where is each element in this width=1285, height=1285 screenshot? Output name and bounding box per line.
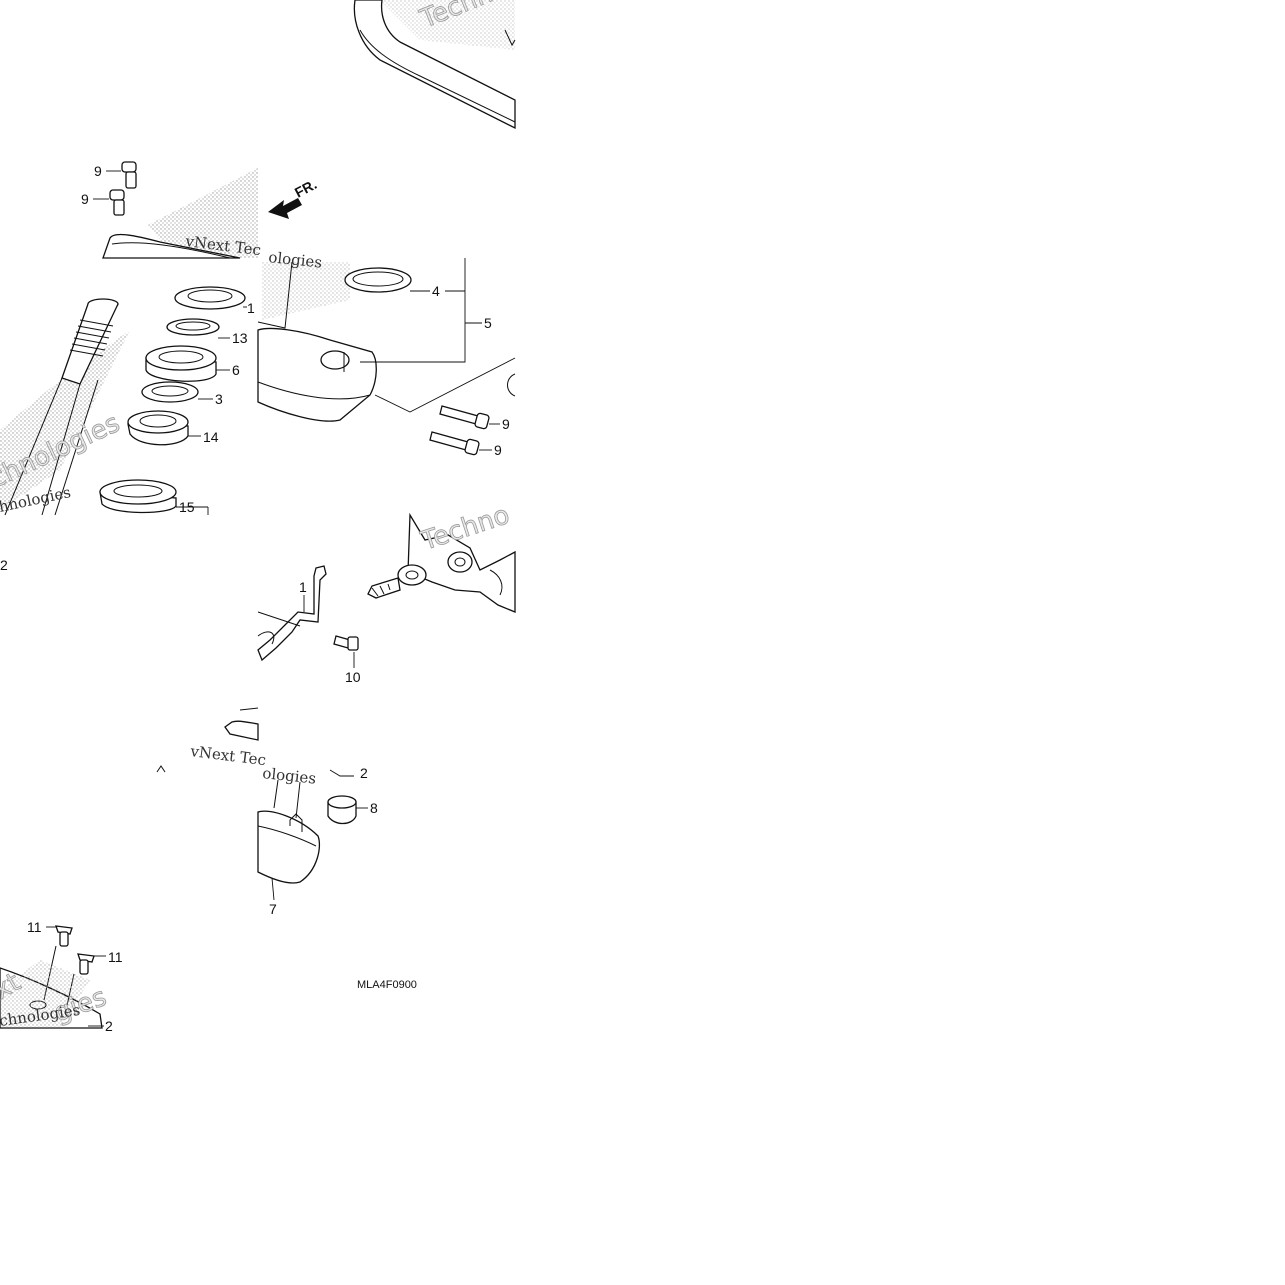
callout-6: 6 [232,362,240,378]
bolt-10-icon [333,635,359,668]
callout-4: 4 [432,283,440,299]
upper-triple-clamp [257,261,377,422]
callout-2: 2 [0,557,8,573]
callout-2: 2 [105,1018,113,1034]
callout-9: 9 [502,416,510,432]
bolt-9-icon [439,405,500,430]
front-direction-label: FR. [292,176,319,201]
callout-9: 9 [94,163,102,179]
ring-4-icon [344,267,430,293]
callout-13: 13 [232,330,248,346]
small-caret-mark [156,765,166,773]
cover-7-top-fragment [224,707,259,741]
callout-11: 11 [27,919,42,935]
lead-line-2 [329,769,354,777]
upper-bridge-left-fragment [102,233,241,259]
lock-washer-13-icon [166,318,230,339]
watermark-text: vNext Tec [189,742,267,769]
steering-stem-tube [4,298,119,516]
bracket-1 [257,565,327,662]
drawing-code: MLA4F0900 [357,979,417,991]
callout-9: 9 [494,442,502,458]
callout-9: 9 [81,191,89,207]
callout-8: 8 [370,800,378,816]
callout-13: 1 [247,300,255,316]
bearing-14-icon [127,410,201,446]
callout-15: 15 [179,499,195,515]
watermark-text: ologies [268,248,323,272]
watermark-text: ologies [262,764,317,788]
clamp-lead-line [374,357,516,413]
callout-5: 5 [484,315,492,331]
clamp-edge-fragment [507,373,516,397]
callout-1: 1 [299,579,307,595]
ignition-key-switch [367,512,516,613]
callout-10: 10 [345,669,361,685]
adjusting-nut-6-icon [145,345,230,382]
front-direction-arrow-icon [268,198,302,219]
callout-7: 7 [269,901,277,917]
bolt-9-icon [106,161,137,189]
screw-11-icon [46,925,73,947]
bolt-9-icon [429,431,492,456]
callout-3: 3 [215,391,223,407]
grommet-8-icon [327,795,368,825]
callout-11: 11 [108,949,123,965]
watermark-band-bottom [0,960,90,1028]
screw-11-icon [77,953,106,975]
cover-7 [257,779,321,901]
assembly-bracket-line [360,258,482,363]
upper-bridge-top-fragment [353,0,516,130]
lock-nut-13-icon [174,286,247,310]
dust-seal-3-icon [141,381,213,403]
watermark-band-top-left [0,168,258,510]
bolt-9-icon [93,189,125,216]
callout-2: 2 [360,765,368,781]
watermark-band-mid [262,0,515,320]
callout-14: 14 [203,429,219,445]
bearing-15-icon [99,479,209,515]
